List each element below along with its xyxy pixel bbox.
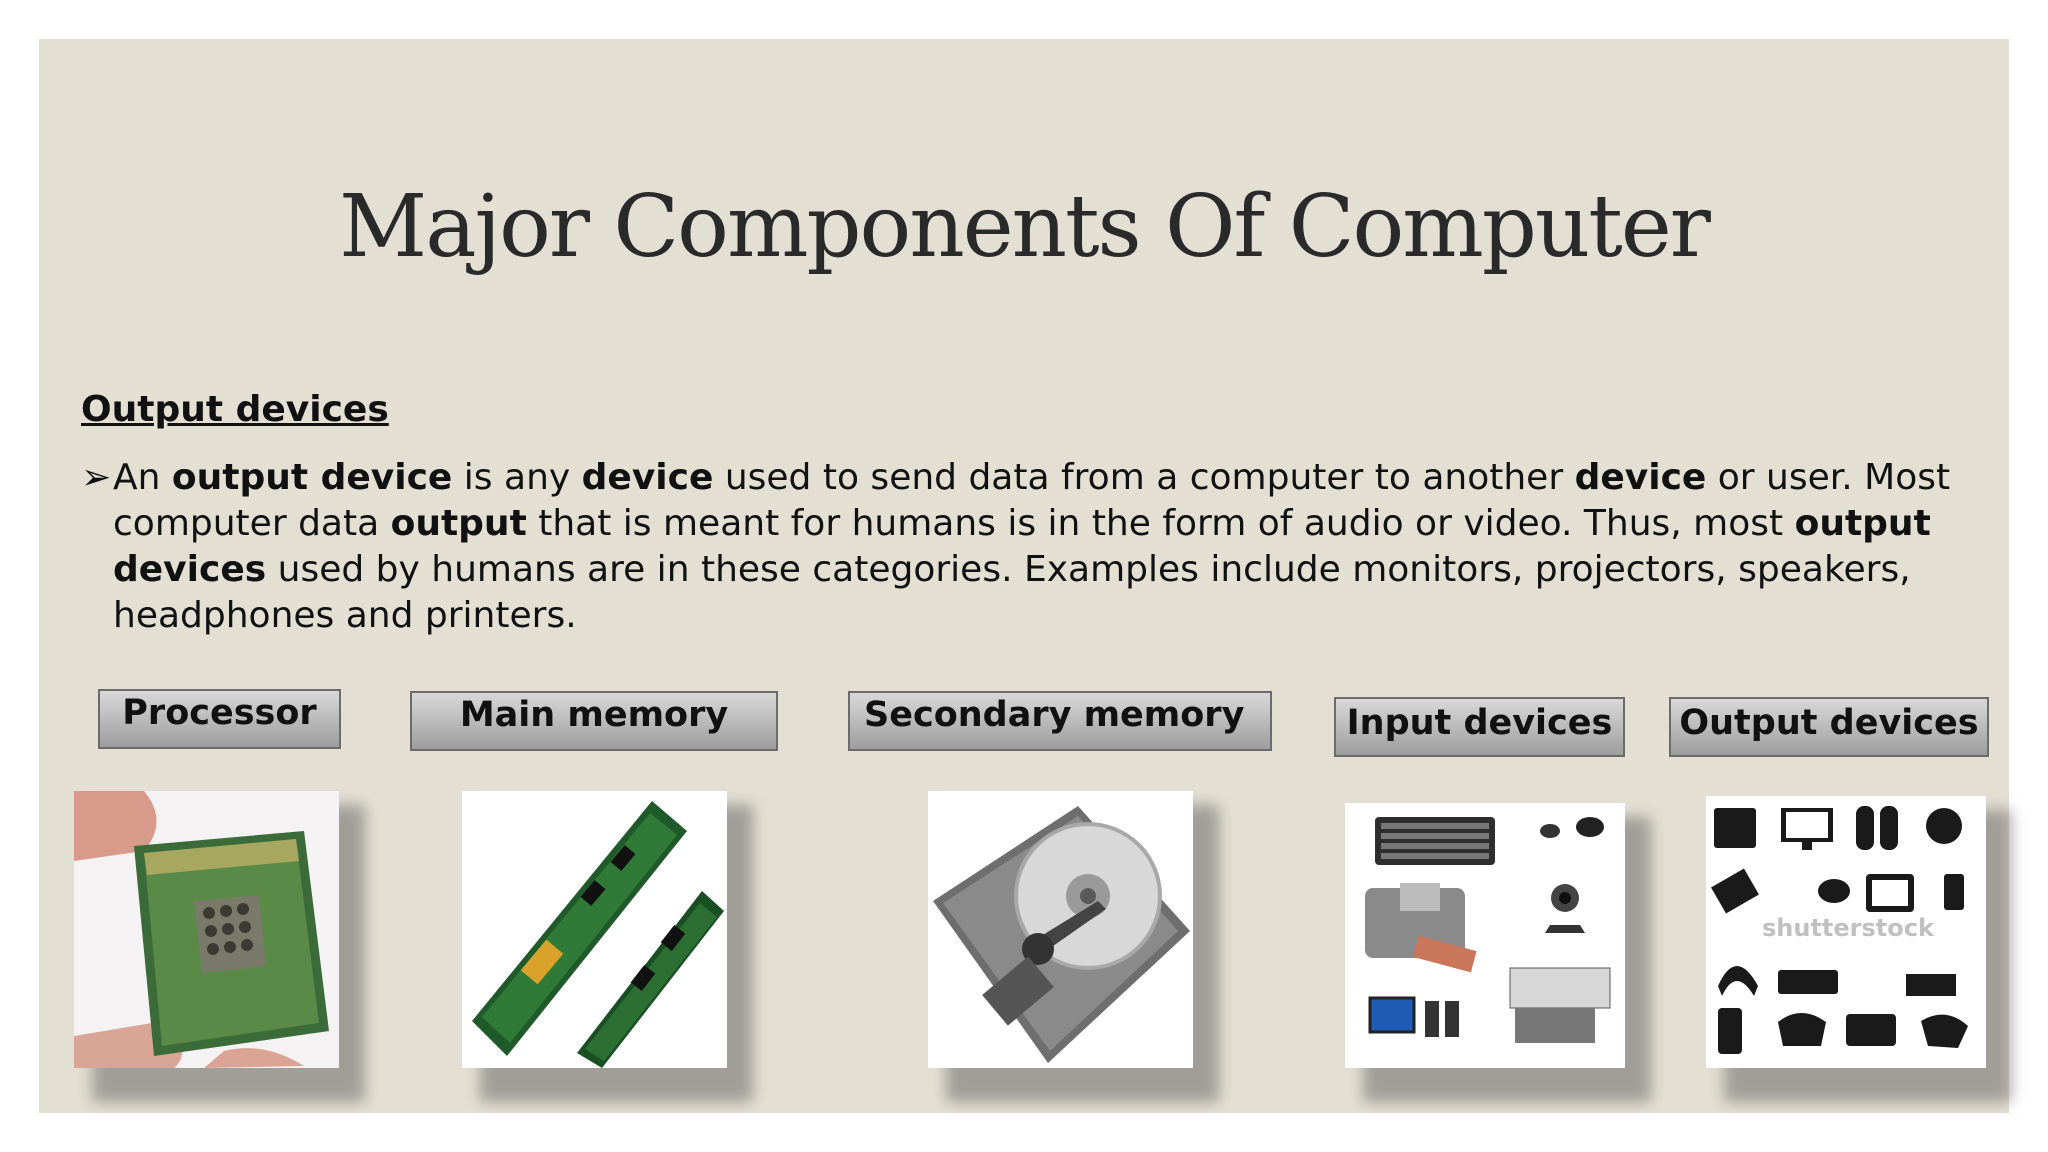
bullet-emphasis: device [581, 457, 714, 498]
bullet-arrow-icon: ➢ [81, 457, 112, 498]
bullet-text: An output device is any device used to s… [113, 455, 1991, 639]
label-processor: Processor [98, 689, 341, 749]
output-devices-icons-icon [1706, 796, 1986, 1068]
main-memory-image [462, 791, 727, 1068]
bullet-segment: is any [452, 457, 582, 498]
bullet-emphasis: device [1574, 457, 1707, 498]
label-output-devices: Output devices [1669, 697, 1989, 757]
bullet-segment: or user. Most computer data [113, 457, 1951, 544]
secondary-memory-image [928, 791, 1193, 1068]
output-devices-image: shutterstock [1706, 796, 1986, 1068]
label-secondary-memory: Secondary memory [848, 691, 1272, 751]
slide-title: Major Components Of Computer [339, 177, 1711, 277]
bullet-emphasis: output [390, 503, 527, 544]
bullet-segment: used by humans are in these categories. … [113, 549, 1911, 636]
bullet-emphasis: output devices [113, 503, 1931, 590]
processor-image [74, 791, 339, 1068]
cpu-chip-icon [74, 791, 339, 1068]
label-input-devices: Input devices [1334, 697, 1625, 757]
slide: Major Components Of Computer Output devi… [39, 39, 2009, 1113]
hard-disk-icon [928, 791, 1193, 1068]
input-devices-image [1345, 803, 1625, 1068]
bullet-paragraph: ➢ An output device is any device used to… [81, 455, 1991, 639]
bullet-segment: An [113, 457, 172, 498]
bullet-emphasis: output device [171, 457, 453, 498]
ram-modules-icon [462, 791, 727, 1068]
label-main-memory: Main memory [410, 691, 778, 751]
watermark: shutterstock [1762, 914, 1934, 942]
bullet-segment: used to send data from a computer to ano… [713, 457, 1575, 498]
bullet-segment: that is meant for humans is in the form … [526, 503, 1795, 544]
section-heading: Output devices [81, 389, 389, 430]
input-devices-collage-icon [1345, 803, 1625, 1068]
